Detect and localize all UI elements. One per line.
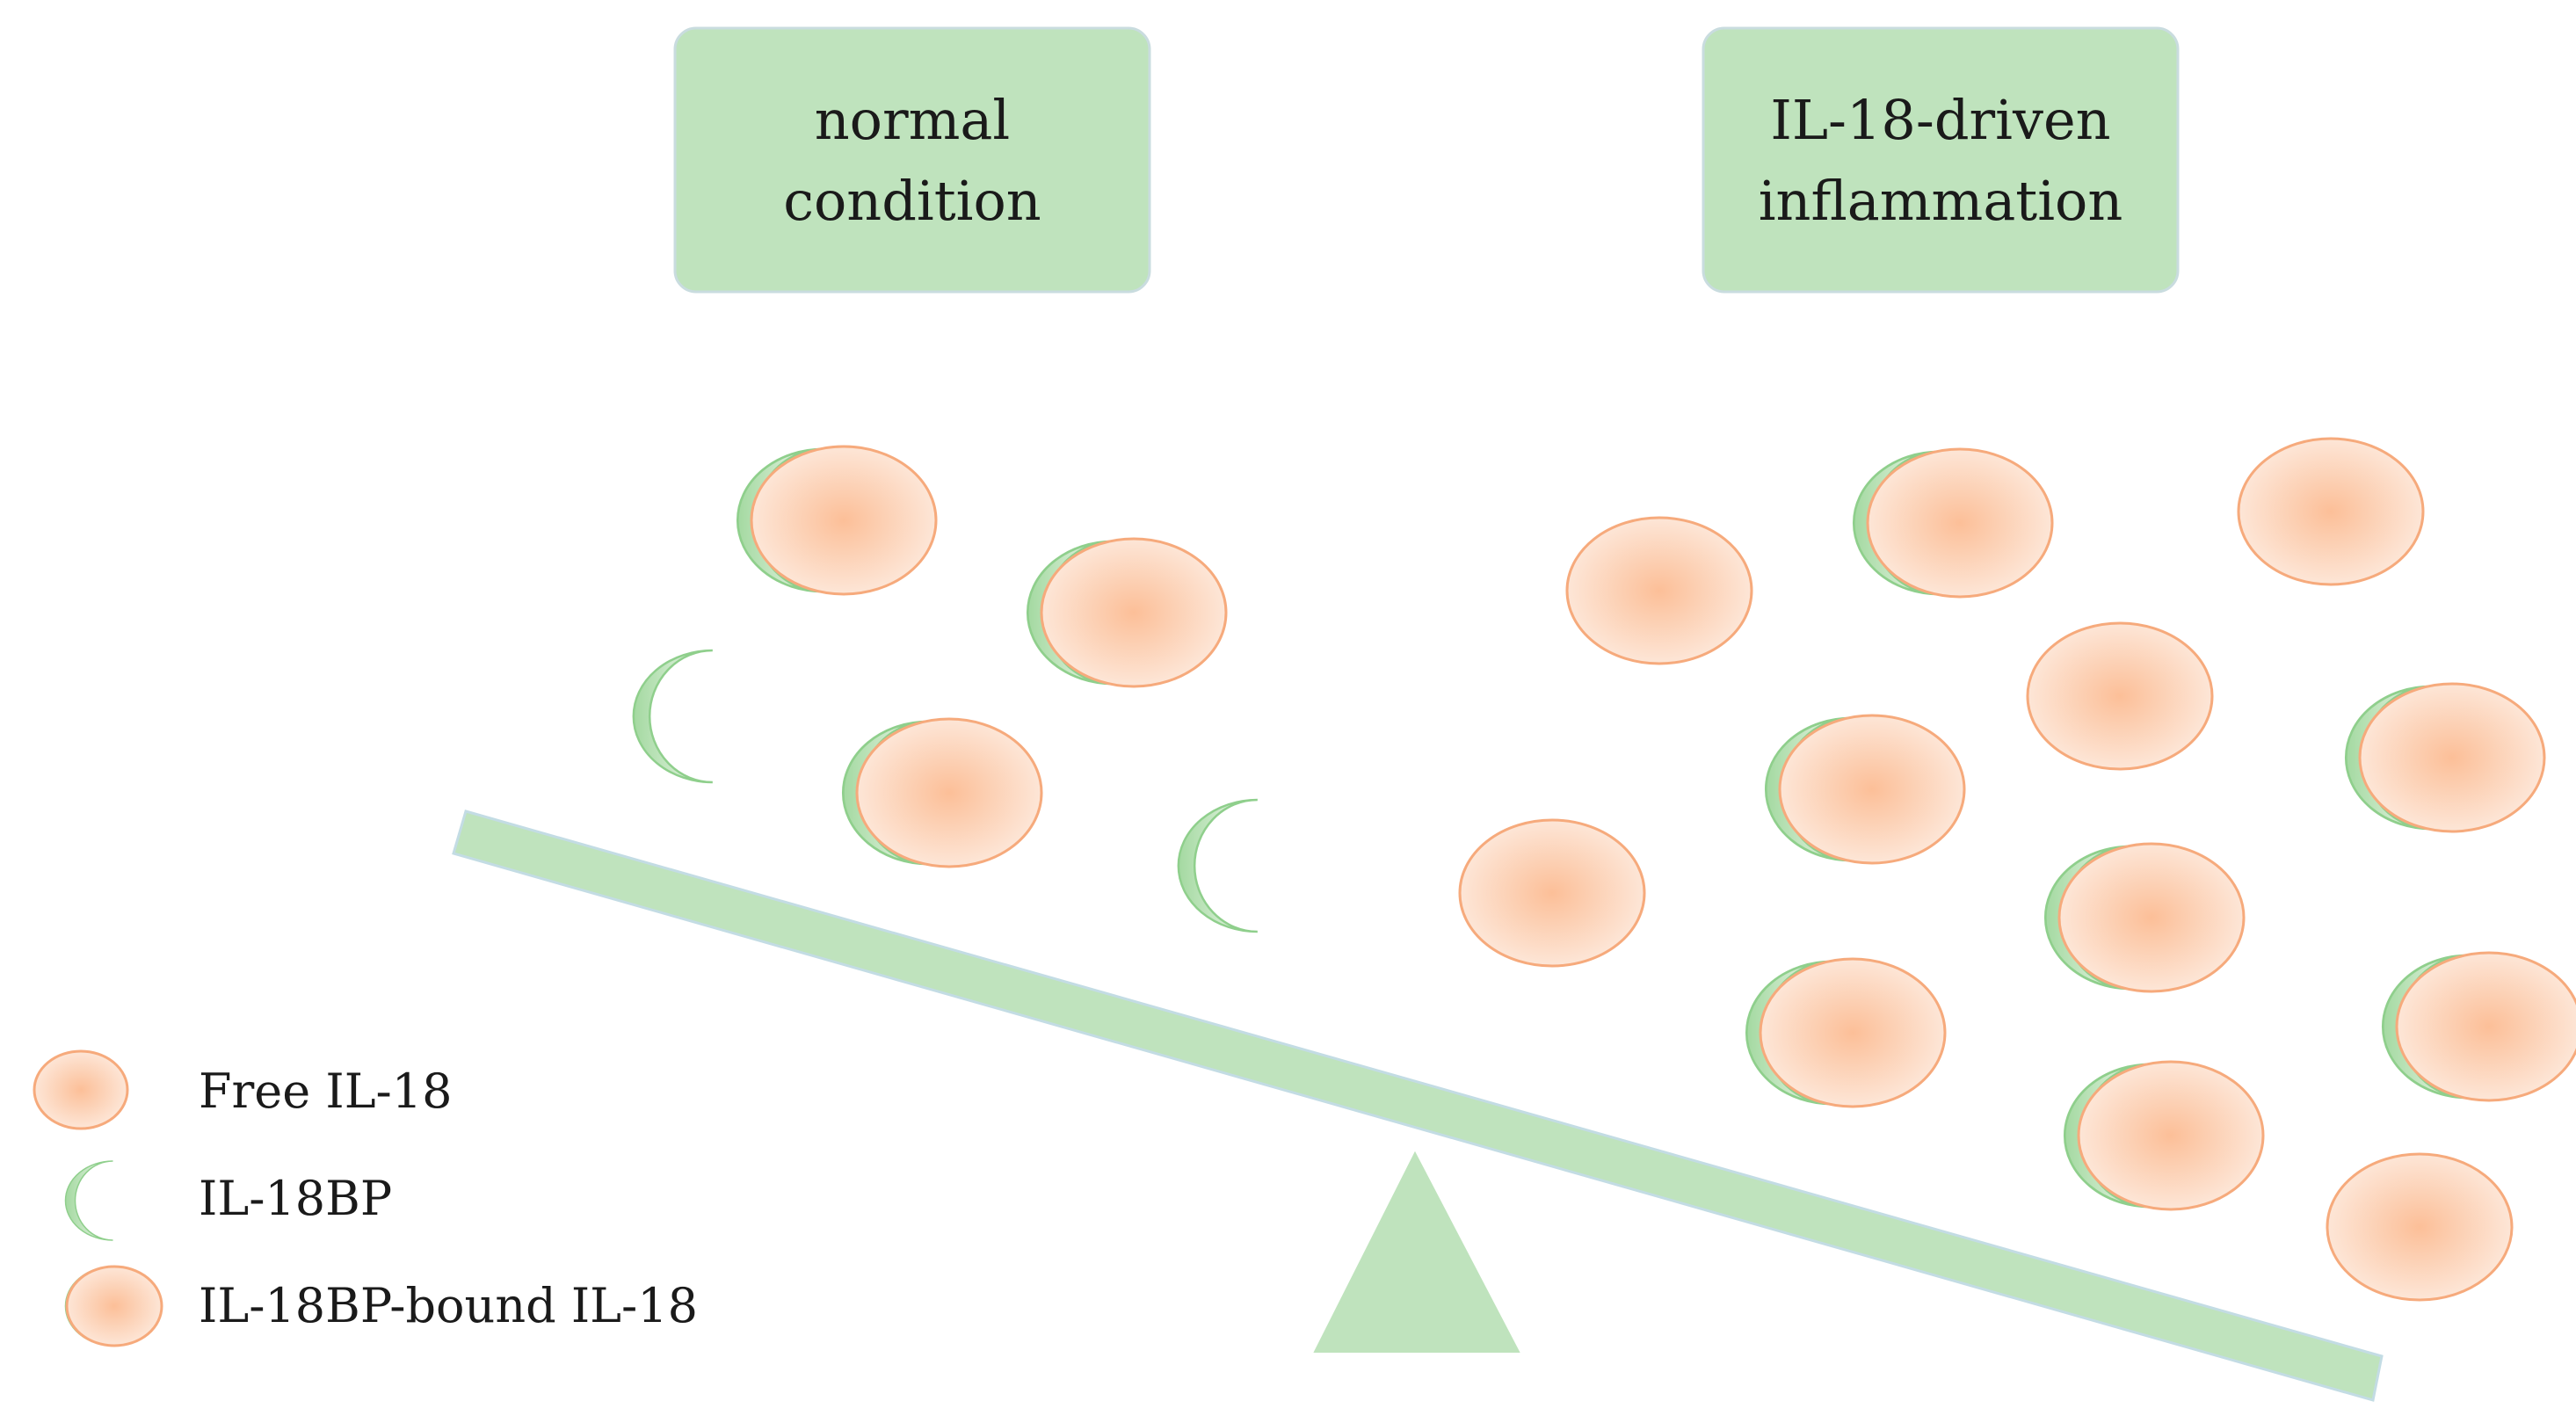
legend: Free IL-18 IL-18BP IL-18BP-bound IL-18: [33, 1049, 698, 1347]
molecules-layer: [632, 437, 2576, 1302]
legend-bound-il18-il18-icon: [65, 1265, 163, 1347]
legend-free-il18-icon: [33, 1049, 129, 1130]
legend-il18bp: IL-18BP: [64, 1160, 392, 1241]
normal-il18bp-1: [632, 649, 715, 784]
normal-condition-box: normal condition: [673, 26, 1151, 294]
inflamed-bound-il18-1-il18: [1866, 447, 2054, 599]
inflammation-box: IL-18-driven inflammation: [1702, 26, 2180, 294]
seesaw-fulcrum: [1313, 1151, 1520, 1353]
inflamed-free-il18-4: [1458, 818, 1646, 968]
inflamed-free-il18-3: [2026, 621, 2214, 771]
normal-il18bp-2: [1177, 798, 1259, 933]
inflammation-title-line2: inflammation: [1759, 169, 2123, 233]
inflamed-bound-il18-7-il18: [2077, 1060, 2265, 1211]
inflamed-bound-il18-3-il18: [1778, 714, 1966, 865]
inflamed-bound-il18-2-il18: [2358, 682, 2546, 833]
inflammation-title-line1: IL-18-driven: [1770, 88, 2110, 152]
legend-bound-il18-label: IL-18BP-bound IL-18: [199, 1278, 698, 1333]
normal-bound-il18-3-il18: [855, 717, 1043, 868]
legend-free-il18-label: Free IL-18: [199, 1064, 453, 1119]
legend-il18bp-icon: [64, 1160, 114, 1241]
normal-bound-il18-2-il18: [1040, 537, 1228, 688]
normal-condition-title-line2: condition: [783, 169, 1041, 233]
inflamed-bound-il18-5-il18: [1759, 957, 1947, 1108]
inflamed-free-il18-2: [2237, 437, 2425, 586]
inflamed-free-il18-5: [2326, 1152, 2514, 1302]
seesaw-beam: [452, 810, 2384, 1402]
normal-bound-il18-1-il18: [750, 445, 938, 596]
legend-free-il18: Free IL-18: [33, 1049, 453, 1130]
inflamed-bound-il18-4-il18: [2057, 842, 2246, 993]
legend-bound-il18: IL-18BP-bound IL-18: [64, 1265, 698, 1347]
inflamed-bound-il18-6-il18: [2395, 951, 2576, 1102]
inflamed-free-il18-1: [1565, 516, 1753, 665]
normal-condition-title-line1: normal: [815, 88, 1010, 152]
legend-il18bp-label: IL-18BP: [199, 1171, 392, 1226]
